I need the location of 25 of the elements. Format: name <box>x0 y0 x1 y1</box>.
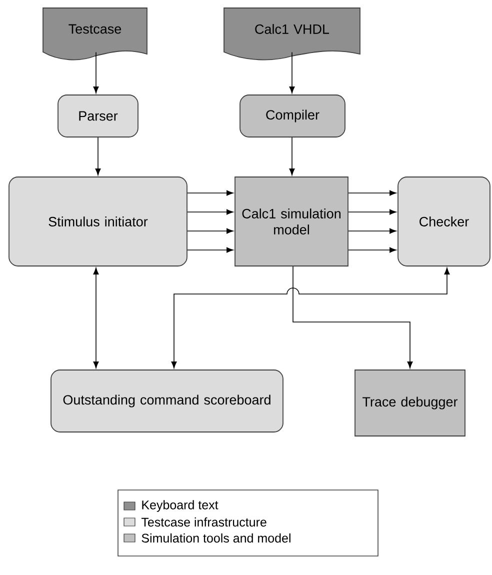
legend-label: Testcase infrastructure <box>141 517 266 527</box>
process-box: Calc1 simulation model <box>234 176 348 266</box>
arrow <box>289 52 295 94</box>
arrow <box>292 266 413 368</box>
process-box: Checker <box>398 176 490 266</box>
arrow <box>187 247 234 253</box>
legend-label: Simulation tools and model <box>142 533 290 543</box>
arrow <box>187 228 234 234</box>
arrow <box>95 137 101 176</box>
process-box: Trace debugger <box>354 370 466 436</box>
arrow <box>187 209 234 215</box>
arrow <box>348 228 396 234</box>
process-box: Stimulus initiator <box>8 176 188 266</box>
process-box: Outstanding command scoreboard <box>50 370 284 432</box>
arrow <box>348 209 396 215</box>
arrow <box>187 190 234 196</box>
arrow <box>93 52 99 94</box>
arrow <box>348 247 396 253</box>
arrow <box>93 268 99 368</box>
arrow <box>348 190 396 196</box>
process-box: Compiler <box>240 94 346 138</box>
legend-label: Keyboard text <box>142 500 218 512</box>
arrow <box>289 137 295 176</box>
arrow <box>171 268 450 368</box>
process-box: Parser <box>58 94 138 138</box>
